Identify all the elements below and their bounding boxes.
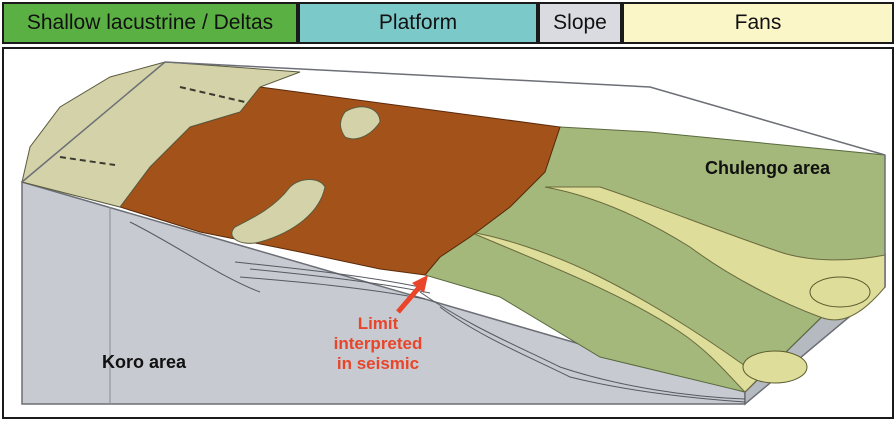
fan-lobe-2 — [469, 231, 761, 393]
limit-arrow — [396, 275, 428, 314]
delta-lobe-1 — [231, 179, 326, 244]
fan-lobe-1 — [544, 186, 886, 321]
delta-lobe-2 — [340, 106, 381, 140]
legend-platform: Platform — [298, 2, 538, 44]
chulengo-area-label: Chulengo area — [705, 158, 831, 178]
koro-area-label: Koro area — [102, 352, 187, 372]
dashed-marks-upper — [179, 86, 246, 103]
limit-interpreted-label: Limit interpreted in seismic — [333, 314, 423, 373]
block-diagram — [21, 61, 886, 406]
facies-legend: Shallow lacustrine / Deltas Platform Slo… — [0, 0, 896, 47]
fan-lobe-end-left — [742, 350, 808, 384]
seismic-reflectors — [129, 221, 746, 403]
legend-fans: Fans — [622, 2, 894, 44]
legend-shallow-lacustrine-deltas: Shallow lacustrine / Deltas — [2, 2, 298, 44]
fan-lobe-end-right — [809, 276, 871, 308]
legend-slope: Slope — [538, 2, 622, 44]
block-top-outline — [21, 61, 886, 183]
